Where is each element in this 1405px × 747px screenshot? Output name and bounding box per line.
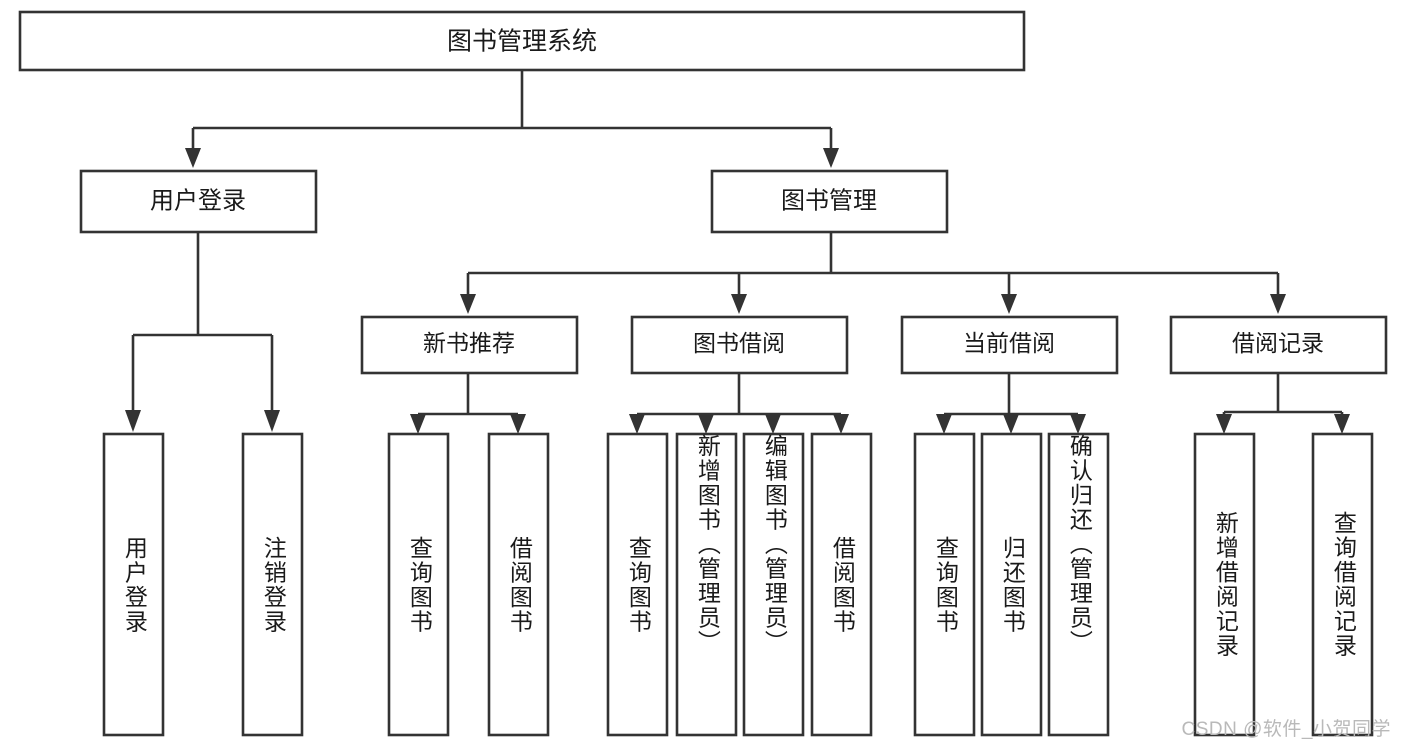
node-book-management[interactable]: 图书管理	[710, 169, 949, 234]
node-user-login-label: 用户登录	[150, 187, 246, 214]
leaf-box-record-add[interactable]	[1193, 432, 1256, 737]
leaf-box-record-query[interactable]	[1311, 432, 1374, 737]
leaf-box-borrow-query[interactable]	[606, 432, 669, 737]
node-book-management-label: 图书管理	[781, 187, 877, 214]
leaf-box-new-book-borrow[interactable]	[487, 432, 550, 737]
leaf-box-user-login-logout[interactable]	[241, 432, 304, 737]
node-root-label: 图书管理系统	[447, 28, 597, 56]
node-user-login[interactable]: 用户登录	[79, 169, 318, 234]
leaf-box-current-confirm-return[interactable]	[1047, 432, 1110, 737]
node-borrowing-records-label: 借阅记录	[1232, 330, 1324, 356]
connector-new-book-to-leaves	[410, 374, 526, 434]
leaf-box-user-login-login[interactable]	[102, 432, 165, 737]
node-current-borrowing-label: 当前借阅	[963, 330, 1055, 356]
connector-current-borrow-to-leaves	[936, 374, 1086, 434]
node-new-book-recommendation[interactable]: 新书推荐	[360, 315, 579, 375]
leaf-box-borrow-edit[interactable]	[742, 432, 805, 737]
leaf-box-new-book-query[interactable]	[387, 432, 450, 737]
leaf-box-current-return[interactable]	[980, 432, 1043, 737]
node-new-book-recommendation-label: 新书推荐	[423, 330, 515, 356]
leaf-box-borrow-add[interactable]	[675, 432, 738, 737]
node-root-book-management-system[interactable]: 图书管理系统	[18, 10, 1026, 72]
connector-root-to-level2	[185, 70, 839, 168]
leaf-box-borrow-lend[interactable]	[810, 432, 873, 737]
node-book-borrowing-label: 图书借阅	[693, 330, 785, 356]
connector-borrow-record-to-leaves	[1216, 374, 1350, 434]
node-current-borrowing[interactable]: 当前借阅	[900, 315, 1119, 375]
leaf-box-current-query[interactable]	[913, 432, 976, 737]
node-borrowing-records[interactable]: 借阅记录	[1169, 315, 1388, 375]
connector-book-borrow-to-leaves	[629, 374, 849, 434]
csdn-watermark: CSDN @软件_小贺同学	[1181, 719, 1391, 740]
node-book-borrowing[interactable]: 图书借阅	[630, 315, 849, 375]
connector-level2-to-level3	[460, 233, 1286, 314]
connector-user-login-to-leaves	[125, 233, 280, 432]
